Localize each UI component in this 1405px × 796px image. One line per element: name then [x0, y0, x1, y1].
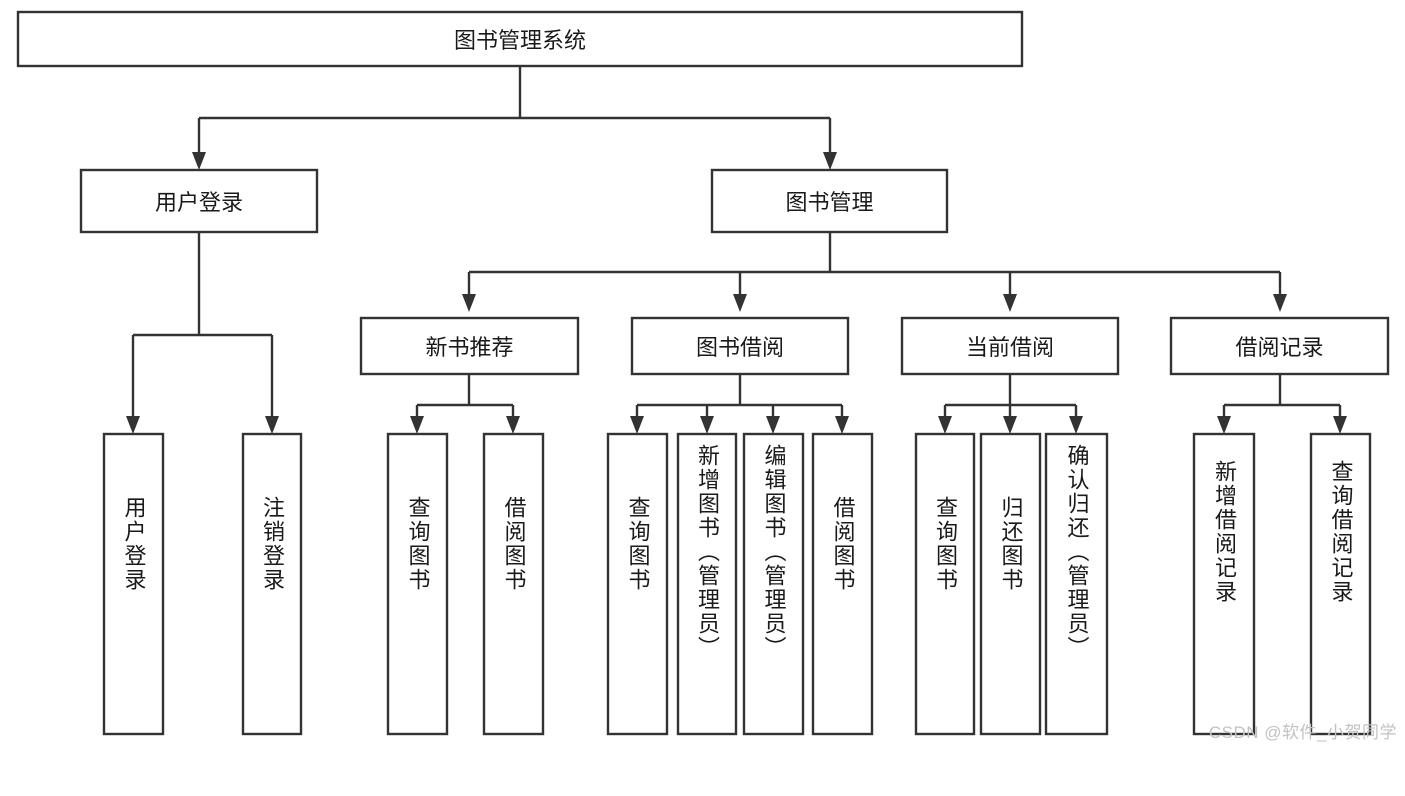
node-leaf-query-book-3[interactable]: [914, 432, 976, 736]
node-leaf-logout[interactable]: [241, 432, 303, 736]
node-root[interactable]: [16, 10, 1024, 68]
node-new-book-recommend[interactable]: [359, 316, 580, 376]
node-leaf-confirm-return[interactable]: [1044, 432, 1109, 736]
node-current-borrow[interactable]: [900, 316, 1120, 376]
node-leaf-add-record[interactable]: [1192, 432, 1256, 736]
node-book-borrow[interactable]: [630, 316, 850, 376]
node-leaf-borrow-book-1[interactable]: [482, 432, 545, 736]
node-leaf-query-book-2[interactable]: [606, 432, 669, 736]
node-leaf-user-login[interactable]: [102, 432, 165, 736]
node-leaf-query-book-1[interactable]: [386, 432, 449, 736]
connector-borrowrecord-to-leaves: [1217, 374, 1347, 434]
diagram-canvas: [16, 10, 1390, 736]
connector-userlogin-to-leaves: [126, 232, 279, 434]
node-leaf-add-book[interactable]: [676, 432, 738, 736]
node-user-login[interactable]: [79, 168, 319, 234]
connector-currentborrow-to-leaves: [938, 374, 1083, 434]
node-borrow-record[interactable]: [1169, 316, 1390, 376]
node-leaf-query-record[interactable]: [1309, 432, 1372, 736]
flowchart-diagram: 图书管理系统 用户登录 图书管理 新书推荐 图书借阅 当前借阅 借阅记录 用户登…: [16, 10, 1397, 742]
node-leaf-return-book[interactable]: [979, 432, 1042, 736]
connector-newbook-to-leaves: [410, 374, 520, 434]
node-book-management[interactable]: [710, 168, 949, 234]
connector-root-to-level2: [192, 66, 837, 170]
node-leaf-edit-book[interactable]: [742, 432, 805, 736]
node-leaf-borrow-book-2[interactable]: [811, 432, 874, 736]
connector-bookmgmt-to-level3: [462, 232, 1287, 312]
connector-bookborrow-to-leaves: [630, 374, 849, 434]
